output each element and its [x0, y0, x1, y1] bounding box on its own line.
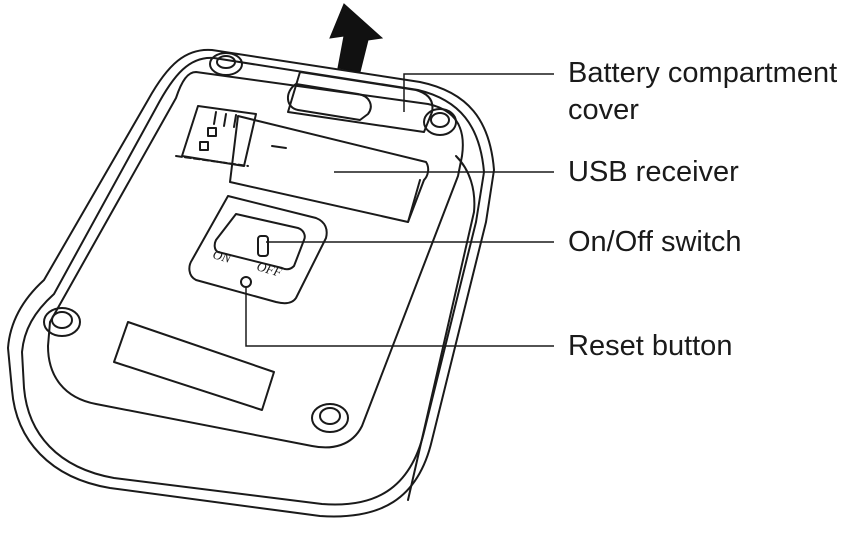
arrow-up-icon [329, 3, 384, 73]
side-edge-line [407, 155, 476, 501]
switch-housing [188, 195, 328, 305]
rubber-foot-bottom-right [311, 403, 349, 433]
rubber-foot-top-right [423, 108, 457, 136]
usb-connector [181, 105, 257, 167]
label-plate [113, 321, 275, 411]
label-battery-cover-line1: Battery compartment [568, 57, 838, 89]
leader-line-battery-cover [403, 73, 554, 112]
leader-line-reset-button [245, 287, 554, 347]
switch-on-marking: ON [211, 246, 234, 266]
mouse-body-outline [7, 48, 495, 518]
switch-slider [257, 235, 269, 257]
battery-cover-outline [287, 71, 434, 133]
label-battery-cover-line2: cover [568, 94, 639, 126]
usb-receiver-body [229, 115, 430, 223]
label-reset-button: Reset button [568, 330, 733, 362]
rubber-foot-bottom-left [43, 307, 81, 337]
bottom-panel [47, 71, 464, 449]
label-on-off-switch: On/Off switch [568, 226, 742, 258]
mouse-body-inner-rim [21, 56, 485, 506]
switch-off-marking: OFF [255, 258, 284, 280]
reset-button [240, 276, 252, 288]
battery-cover-slot [287, 83, 372, 121]
rubber-foot-top-left [209, 52, 243, 76]
label-usb-receiver: USB receiver [568, 156, 739, 188]
switch-recess [213, 213, 306, 271]
